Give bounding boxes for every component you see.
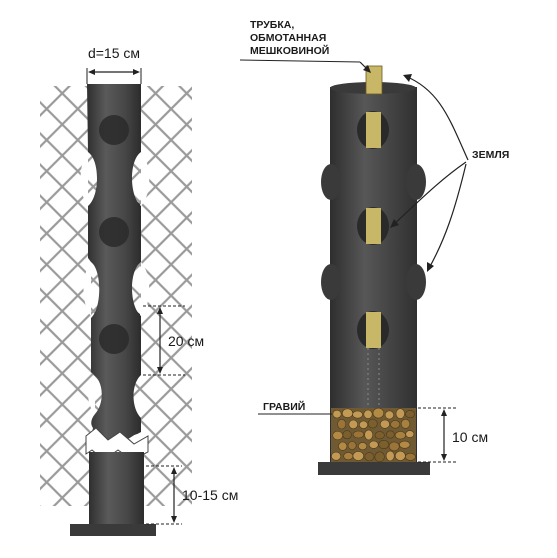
gravel-stone	[395, 408, 405, 419]
side-bulge-left-1	[321, 164, 341, 200]
gravel-stone	[347, 441, 357, 450]
pipe-label-line3: МЕШКОВИНОЙ	[250, 44, 329, 57]
gravel-stone	[358, 420, 368, 429]
right-column	[330, 87, 417, 463]
gravel-stone	[388, 441, 400, 452]
gravel-stone	[399, 440, 411, 449]
side-bulge-right-2	[406, 264, 426, 300]
notch-left-2	[83, 262, 91, 316]
gravel-stone	[348, 419, 358, 430]
side-bulge-right-1	[406, 164, 426, 200]
gravel-stone	[374, 431, 385, 440]
gravel-stone	[352, 451, 364, 461]
gravel-stone	[400, 418, 411, 429]
gravel-stone	[384, 410, 395, 420]
pipe-segment-2	[366, 208, 381, 244]
gravel-label: ГРАВИЙ	[263, 400, 305, 413]
gravel-stone	[374, 451, 385, 463]
left-column-upper	[87, 84, 141, 438]
gravel-stones	[331, 407, 416, 463]
gravel-stone	[332, 409, 342, 419]
gravel-stone	[385, 430, 395, 439]
left-column-lower	[89, 452, 144, 528]
spacing-label: 20 см	[168, 333, 204, 349]
notch-left-3	[88, 376, 95, 414]
gravel-stone	[342, 430, 352, 440]
gravel-stone	[385, 450, 395, 462]
gravel-stone	[343, 452, 354, 461]
gravel-stone	[404, 452, 416, 461]
gravel-stone	[352, 430, 365, 439]
depth-label: 10-15 см	[182, 487, 238, 503]
gravel-stone	[367, 418, 378, 429]
right-figure: 10 см ГРАВИЙ ТРУБКА, ОБМОТАННАЯ МЕШКОВИН…	[239, 19, 509, 475]
gravel-stone	[390, 420, 401, 429]
gravel-stone	[394, 431, 407, 440]
gravel-stone	[358, 442, 368, 451]
gravel-stone	[405, 410, 415, 419]
gravel-stone	[363, 409, 373, 419]
left-hole-3	[99, 324, 129, 354]
gravel-stone	[341, 408, 354, 418]
gravel-stone	[394, 450, 406, 461]
pipe-top	[365, 65, 383, 95]
gravel-stone	[372, 407, 385, 419]
left-hole-2	[99, 217, 129, 247]
gravel-stone	[379, 419, 390, 429]
gravel-stone	[364, 452, 375, 462]
notch-left-1	[80, 152, 88, 206]
gravel-stone	[332, 430, 344, 441]
pipe-label-line2: ОБМОТАННАЯ	[250, 32, 326, 44]
gravel-stone	[405, 430, 415, 438]
pipe-label-line1: ТРУБКА,	[250, 19, 294, 31]
gravel-stone	[378, 439, 390, 449]
pipe-segment-3	[366, 312, 381, 348]
gravel-stone	[337, 419, 347, 430]
side-bulge-left-2	[321, 264, 341, 300]
notch-right-2	[141, 262, 150, 316]
gravel-stone	[364, 429, 374, 441]
notch-right-1	[141, 152, 150, 206]
gravel-stone	[331, 451, 342, 461]
diameter-label: d=15 см	[88, 45, 140, 61]
soil-label: ЗЕМЛЯ	[472, 149, 509, 161]
pipe-segment-1	[366, 112, 381, 148]
left-figure: d=15 см 20 см 10-15 см	[40, 45, 238, 536]
gravel-stone	[368, 440, 379, 449]
left-hole-1	[99, 115, 129, 145]
right-base	[318, 462, 430, 475]
gravel-height-label: 10 см	[452, 429, 488, 445]
gravel-stone	[352, 410, 363, 419]
left-base	[70, 524, 156, 536]
gravel-stone	[338, 441, 348, 451]
